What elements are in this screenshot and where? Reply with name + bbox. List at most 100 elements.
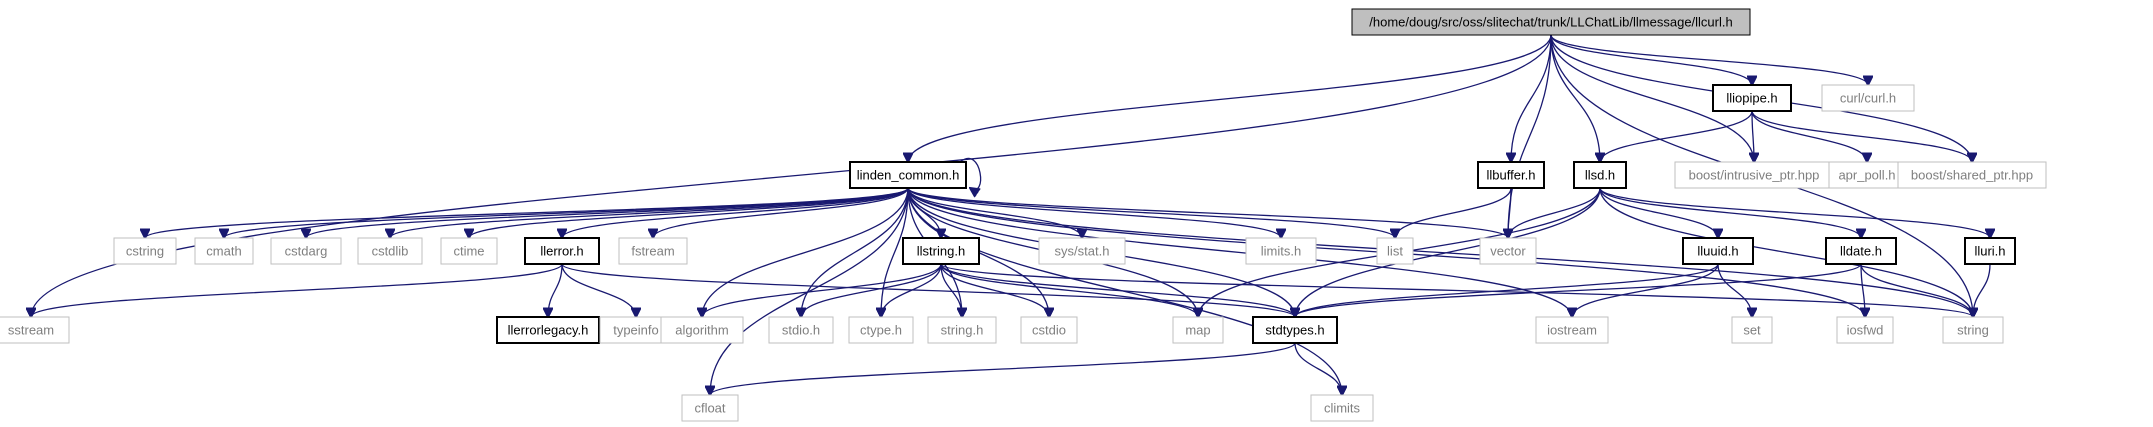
node-label-llstring: llstring.h xyxy=(917,243,965,258)
edge-llsd-to-vector xyxy=(1508,187,1601,238)
node-lluuid[interactable]: lluuid.h xyxy=(1682,237,1754,265)
node-llerror[interactable]: llerror.h xyxy=(524,237,600,265)
node-box-climits xyxy=(1310,394,1374,422)
edge-llstring-to-string xyxy=(940,263,1973,317)
node-box-string xyxy=(1942,316,2004,344)
edge-lluuid-to-iostream xyxy=(1572,263,1719,317)
node-label-map: map xyxy=(1185,322,1210,337)
node-box-llerrorlegacy xyxy=(496,316,600,344)
edge-linden_common-to-sysstat xyxy=(907,187,1082,238)
edge-lliopipe-to-llsd xyxy=(1600,110,1753,162)
node-box-iostream xyxy=(1535,316,1609,344)
node-label-list: list xyxy=(1387,243,1403,258)
edge-lluri-to-string xyxy=(1973,263,1991,317)
node-ctime: ctime xyxy=(440,237,498,265)
edge-llsd-to-lluri xyxy=(1599,187,1990,238)
edge-root-to-vector xyxy=(1508,34,1552,238)
edge-llerror-to-stdtypes xyxy=(561,263,1295,317)
node-label-sysstat: sys/stat.h xyxy=(1055,243,1110,258)
node-box-linden_common xyxy=(849,161,967,189)
node-llsd[interactable]: llsd.h xyxy=(1573,161,1627,189)
edge-llstring-to-algorithm xyxy=(702,263,942,317)
node-label-lliopipe: lliopipe.h xyxy=(1726,90,1777,105)
edge-linden_common-to-cstdarg xyxy=(306,187,909,238)
edge-linden_common-to-limits xyxy=(907,187,1281,238)
edge-llstring-to-stringh xyxy=(940,263,962,317)
node-label-lldate: lldate.h xyxy=(1840,243,1882,258)
node-label-shared_ptr: boost/shared_ptr.hpp xyxy=(1911,167,2033,182)
node-cstdio: cstdio xyxy=(1020,316,1078,344)
node-label-ctype: ctype.h xyxy=(860,322,902,337)
node-llbuffer[interactable]: llbuffer.h xyxy=(1477,161,1545,189)
edge-llsd-to-lluuid xyxy=(1599,187,1718,238)
node-iostream: iostream xyxy=(1535,316,1609,344)
node-label-stdio: stdio.h xyxy=(782,322,820,337)
node-iosfwd: iosfwd xyxy=(1836,316,1894,344)
node-limits: limits.h xyxy=(1245,237,1317,265)
node-label-curl: curl/curl.h xyxy=(1840,90,1896,105)
node-label-sstream: sstream xyxy=(8,322,54,337)
node-llerrorlegacy[interactable]: llerrorlegacy.h xyxy=(496,316,600,344)
node-box-llbuffer xyxy=(1477,161,1545,189)
node-fstream: fstream xyxy=(618,237,688,265)
node-label-vector: vector xyxy=(1490,243,1526,258)
node-label-climits: climits xyxy=(1324,400,1361,415)
node-linden_common[interactable]: linden_common.h xyxy=(849,161,967,189)
node-apr_poll: apr_poll.h xyxy=(1828,161,1906,189)
node-box-limits xyxy=(1245,237,1317,265)
node-typeinfo: typeinfo xyxy=(599,316,673,344)
edge-linden_common-to-llerror xyxy=(562,187,909,238)
node-llstring[interactable]: llstring.h xyxy=(902,237,980,265)
edge-llsd-to-string xyxy=(1599,187,1973,317)
edge-llstring-to-stdio xyxy=(801,263,942,317)
node-label-limits: limits.h xyxy=(1261,243,1301,258)
node-label-fstream: fstream xyxy=(631,243,674,258)
node-box-fstream xyxy=(618,237,688,265)
node-box-cstdio xyxy=(1020,316,1078,344)
node-box-lluri xyxy=(1964,237,2016,265)
node-list: list xyxy=(1376,237,1414,265)
node-root[interactable]: /home/doug/src/oss/slitechat/trunk/LLCha… xyxy=(1351,8,1751,36)
node-label-lluri: lluri.h xyxy=(1974,243,2005,258)
edge-root-to-llsd xyxy=(1550,34,1600,162)
node-box-vector xyxy=(1479,237,1537,265)
node-box-ctype xyxy=(848,316,914,344)
node-label-cstdlib: cstdlib xyxy=(372,243,409,258)
edge-lliopipe-to-apr_poll xyxy=(1751,110,1867,162)
node-lldate[interactable]: lldate.h xyxy=(1825,237,1897,265)
node-box-curl xyxy=(1821,84,1915,112)
node-label-cstring: cstring xyxy=(126,243,164,258)
node-stdtypes[interactable]: stdtypes.h xyxy=(1252,316,1338,344)
node-box-iosfwd xyxy=(1836,316,1894,344)
node-vector: vector xyxy=(1479,237,1537,265)
node-sstream: sstream xyxy=(0,316,70,344)
node-box-lliopipe xyxy=(1712,84,1792,112)
edge-llerror-to-sstream xyxy=(31,263,563,317)
node-label-llerror: llerror.h xyxy=(540,243,583,258)
edge-llstring-to-stdtypes xyxy=(940,263,1295,317)
node-map: map xyxy=(1172,316,1224,344)
node-label-root: /home/doug/src/oss/slitechat/trunk/LLCha… xyxy=(1369,14,1732,29)
node-box-set xyxy=(1731,316,1773,344)
edge-stdtypes-to-cfloat xyxy=(710,342,1296,395)
node-lluri[interactable]: lluri.h xyxy=(1964,237,2016,265)
node-box-lluuid xyxy=(1682,237,1754,265)
node-label-algorithm: algorithm xyxy=(675,322,728,337)
edge-llbuffer-to-list xyxy=(1395,187,1512,238)
edge-linden_common-to-algorithm xyxy=(702,187,909,317)
node-box-algorithm xyxy=(660,316,744,344)
edge-lldate-to-stdtypes xyxy=(1295,263,1862,317)
edge-lliopipe-to-shared_ptr xyxy=(1751,110,1972,162)
edge-linden_common-to-ctype xyxy=(881,187,909,317)
edge-llstring-to-cstdio xyxy=(940,263,1049,317)
node-label-intrusive_ptr: boost/intrusive_ptr.hpp xyxy=(1689,167,1820,182)
edge-root-to-curl xyxy=(1550,34,1868,85)
node-label-ctime: ctime xyxy=(453,243,484,258)
edge-linden_common-to-cstdlib xyxy=(390,187,909,238)
edge-linden_common-to-cstring xyxy=(145,187,909,238)
node-stdio: stdio.h xyxy=(768,316,834,344)
node-set: set xyxy=(1731,316,1773,344)
node-lliopipe[interactable]: lliopipe.h xyxy=(1712,84,1792,112)
node-string: string xyxy=(1942,316,2004,344)
edge-llsd-to-lldate xyxy=(1599,187,1861,238)
